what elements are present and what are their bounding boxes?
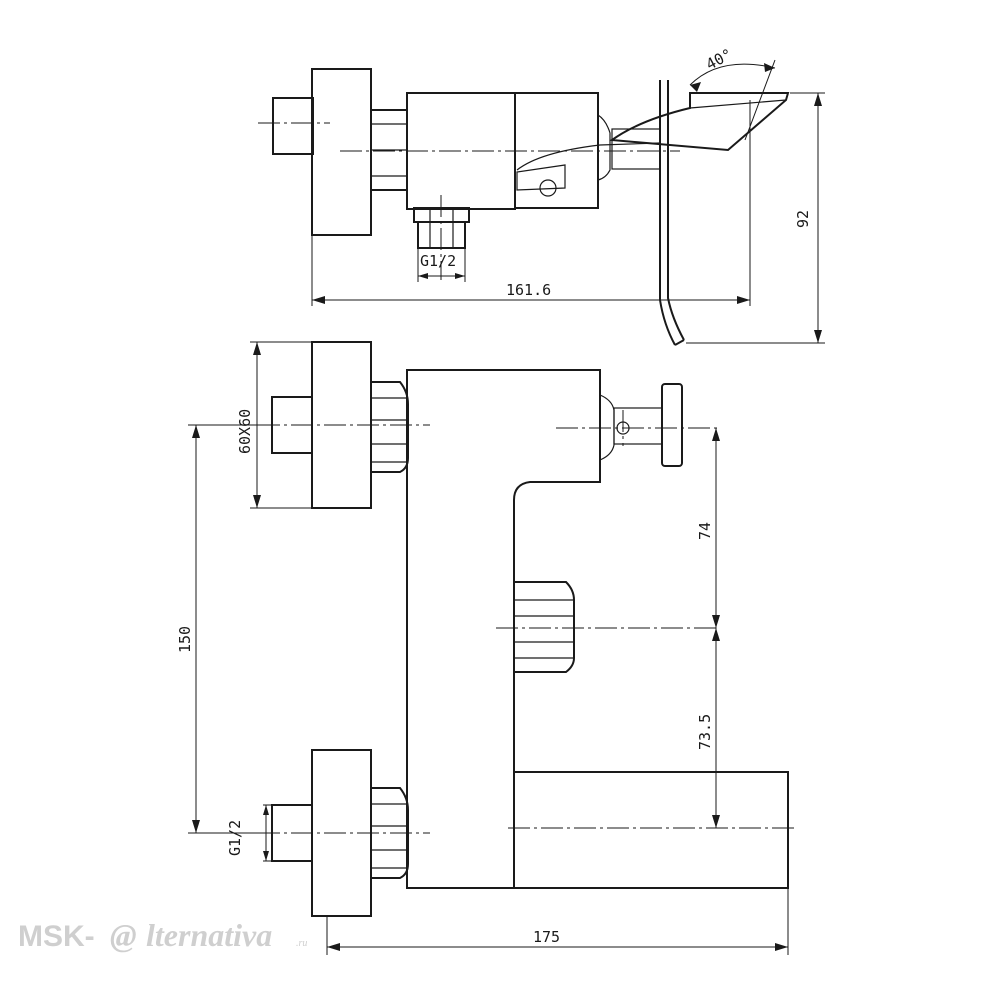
angle-label: 40° xyxy=(703,45,735,74)
watermark-prefix: MSK- xyxy=(18,920,95,953)
spacing-label: 150 xyxy=(176,626,194,653)
top-lever-handle xyxy=(609,92,790,152)
lever-shaft xyxy=(613,407,663,445)
watermark-mark: @ xyxy=(110,917,137,953)
top-view: 40° 92 161.6 G1/2 xyxy=(258,45,825,346)
watermark: MSK- @ lternativa .ru xyxy=(18,917,307,953)
height-top-label: 92 xyxy=(794,210,812,228)
lever-knob xyxy=(661,383,683,467)
width-top-label: 161.6 xyxy=(506,281,551,299)
angle-arc xyxy=(689,63,776,86)
front-body xyxy=(406,369,601,889)
top-flange xyxy=(311,68,372,236)
flange-label: 60X60 xyxy=(236,409,254,454)
front-view: 60X60 150 74 73.5 G1/2 175 xyxy=(176,341,795,955)
spout-offset-a-label: 74 xyxy=(696,522,714,540)
watermark-brand: lternativa xyxy=(146,917,272,953)
lower-nut xyxy=(370,787,409,879)
spout xyxy=(513,771,789,889)
width-bottom-label: 175 xyxy=(533,928,560,946)
upper-nut xyxy=(370,381,409,473)
thread-bottom-label: G1/2 xyxy=(226,820,244,856)
watermark-suffix: .ru xyxy=(296,938,307,949)
thread-top-label: G1/2 xyxy=(420,252,456,270)
top-pipe-stub xyxy=(272,97,314,155)
spout-offset-b-label: 73.5 xyxy=(696,714,714,750)
